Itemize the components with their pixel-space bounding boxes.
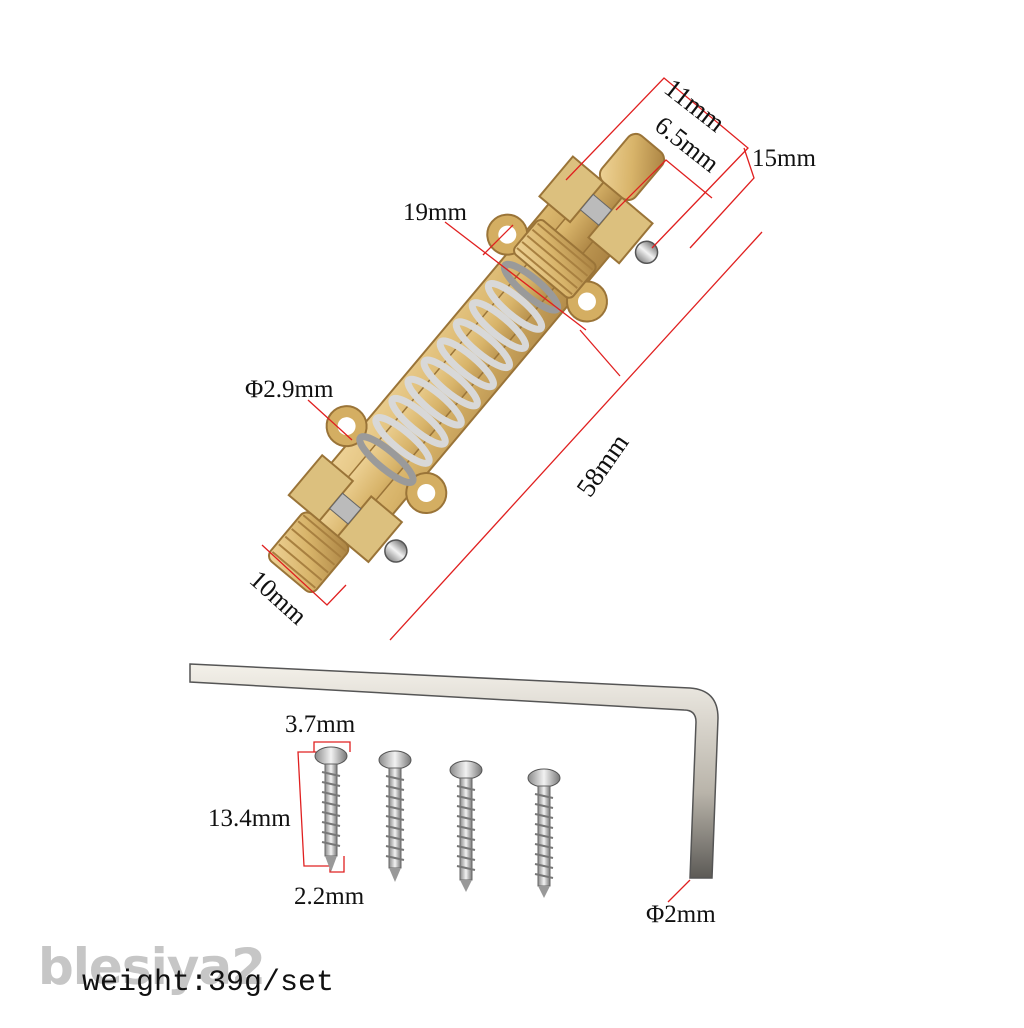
screw: [378, 750, 412, 882]
dim-label-screw-tip: 2.2mm: [294, 883, 365, 910]
dim-label-hole-diameter: Φ2.9mm: [245, 376, 334, 403]
weight-label: weight:39g/set: [82, 966, 335, 1000]
hex-key: [189, 663, 719, 879]
screw: [449, 760, 483, 892]
spring: [356, 260, 562, 487]
screw: [314, 746, 348, 872]
screw: [527, 768, 561, 898]
watermark: blesiya2: [38, 938, 266, 996]
dim-label-hex-key: Φ2mm: [646, 901, 716, 928]
dim-label-top-height: 15mm: [752, 145, 816, 172]
dim-label-screw-head: 3.7mm: [285, 711, 356, 738]
dimension-lines: [261, 77, 763, 903]
dim-label-knurl-width: 19mm: [403, 199, 467, 226]
stabilizer: [268, 132, 666, 594]
dim-label-screw-length: 13.4mm: [208, 805, 291, 832]
screws: [314, 746, 561, 898]
